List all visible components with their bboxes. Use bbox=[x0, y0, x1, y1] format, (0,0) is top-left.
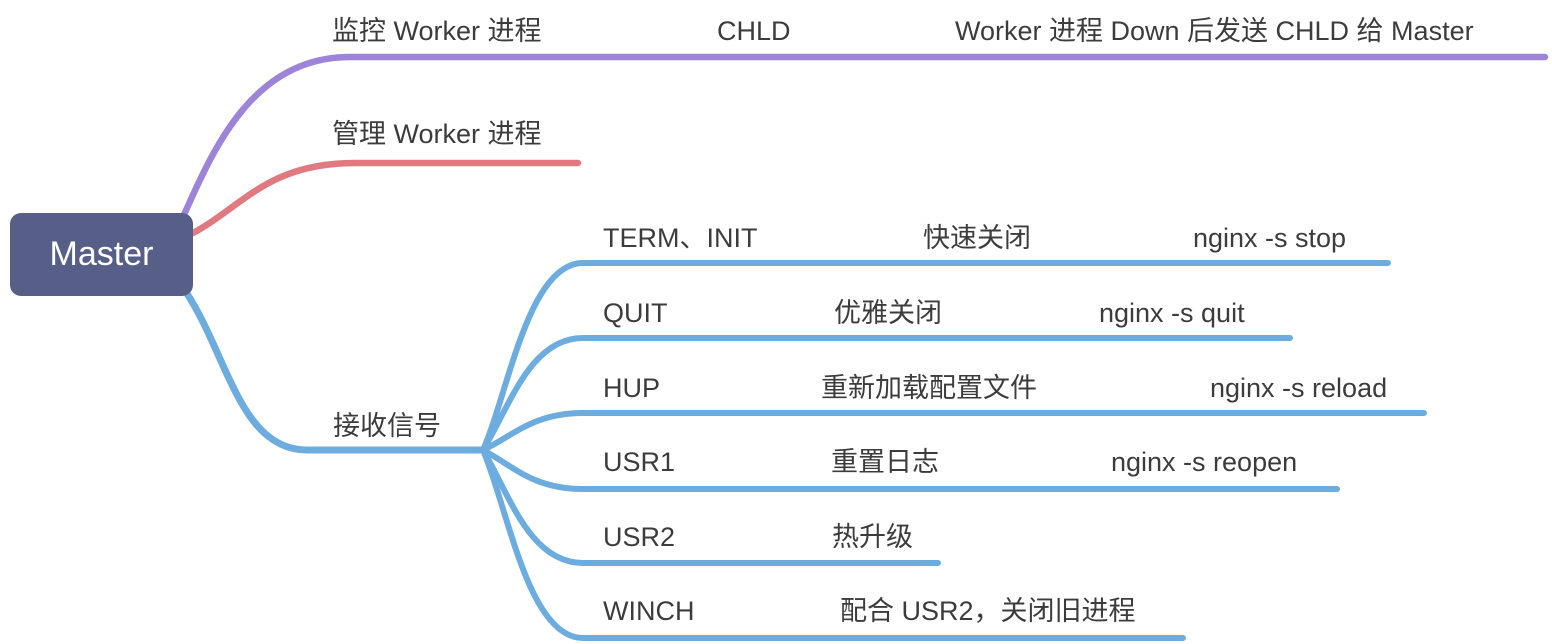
signal-usr2-name[interactable]: USR2 bbox=[603, 522, 676, 552]
branch-monitor-label[interactable]: 监控 Worker 进程 bbox=[332, 16, 542, 46]
signal-usr2-desc[interactable]: 热升级 bbox=[832, 522, 913, 552]
signal-quit-line bbox=[480, 335, 1293, 453]
node-chld-label[interactable]: CHLD bbox=[717, 16, 791, 46]
signal-usr1-command[interactable]: nginx -s reopen bbox=[1111, 447, 1298, 477]
signal-quit-desc[interactable]: 优雅关闭 bbox=[834, 298, 942, 328]
root-node-master[interactable]: Master bbox=[10, 213, 193, 296]
signal-usr2-line bbox=[480, 447, 941, 566]
signal-term-init-line bbox=[480, 260, 1391, 453]
branch-signals-label[interactable]: 接收信号 bbox=[333, 411, 441, 441]
signal-term-init-name[interactable]: TERM、INIT bbox=[603, 223, 758, 253]
branch-manage-label[interactable]: 管理 Worker 进程 bbox=[332, 119, 542, 149]
branch-monitor-line bbox=[179, 53, 1549, 221]
signal-winch-desc[interactable]: 配合 USR2，关闭旧进程 bbox=[840, 596, 1136, 626]
signal-term-init-desc[interactable]: 快速关闭 bbox=[923, 223, 1031, 253]
node-chld-detail-label[interactable]: Worker 进程 Down 后发送 CHLD 给 Master bbox=[955, 16, 1474, 46]
signal-usr1-line bbox=[480, 447, 1340, 492]
signal-usr1-desc[interactable]: 重置日志 bbox=[831, 447, 939, 477]
signal-hup-name[interactable]: HUP bbox=[603, 373, 661, 403]
signal-hup-command[interactable]: nginx -s reload bbox=[1210, 373, 1388, 403]
signal-term-init-command[interactable]: nginx -s stop bbox=[1193, 223, 1347, 253]
signal-winch-name[interactable]: WINCH bbox=[603, 596, 695, 626]
signal-quit-name[interactable]: QUIT bbox=[603, 298, 668, 328]
branch-manage-line bbox=[189, 159, 582, 237]
signal-hup-desc[interactable]: 重新加载配置文件 bbox=[821, 373, 1037, 403]
signal-winch-line bbox=[480, 447, 1186, 641]
signal-usr1-name[interactable]: USR1 bbox=[603, 447, 676, 477]
branch-signals-trunk-line bbox=[182, 288, 487, 454]
signal-hup-line bbox=[480, 410, 1427, 453]
signal-quit-command[interactable]: nginx -s quit bbox=[1099, 298, 1245, 328]
